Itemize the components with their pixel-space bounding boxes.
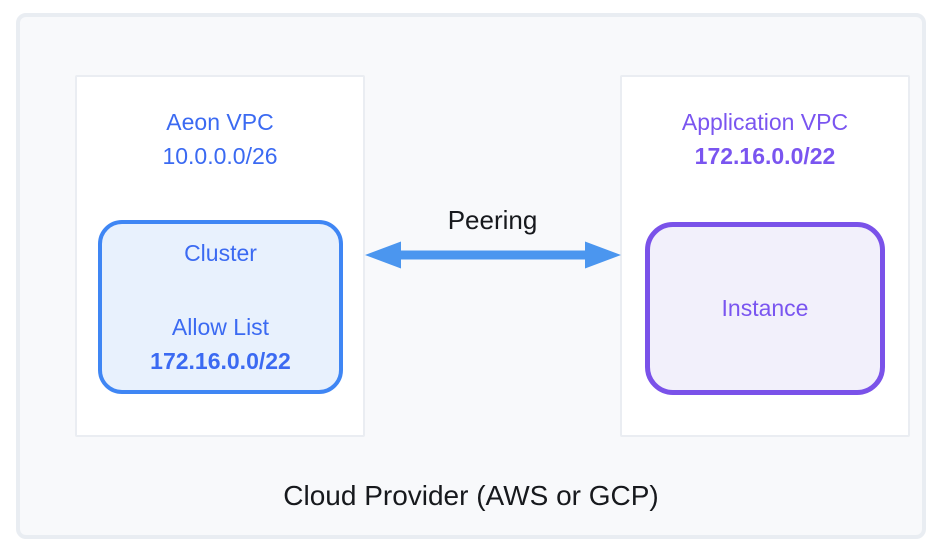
allow-list-cidr: 172.16.0.0/22 (150, 348, 291, 374)
application-vpc-title: Application VPC 172.16.0.0/22 (622, 105, 908, 173)
cloud-provider-label: Cloud Provider (AWS or GCP) (283, 480, 659, 511)
instance-box: Instance (645, 222, 885, 395)
application-vpc-cidr: 172.16.0.0/22 (694, 143, 836, 169)
cloud-provider-container: Aeon VPC 10.0.0.0/26 Cluster Allow List … (16, 13, 926, 539)
allow-list-label: Allow List (171, 314, 270, 340)
application-vpc-name: Application VPC (681, 109, 849, 135)
cluster-box: Cluster Allow List 172.16.0.0/22 (98, 220, 343, 394)
aeon-vpc-cidr: 10.0.0.0/26 (162, 143, 278, 169)
aeon-vpc-name: Aeon VPC (166, 109, 274, 135)
aeon-vpc-title: Aeon VPC 10.0.0.0/26 (77, 105, 363, 173)
peering-label: Peering (447, 205, 538, 235)
cluster-label: Cluster (184, 240, 257, 266)
peering-double-arrow-icon (365, 241, 621, 269)
instance-label: Instance (721, 295, 809, 321)
application-vpc-box: Application VPC 172.16.0.0/22 Instance (620, 75, 910, 437)
aeon-vpc-box: Aeon VPC 10.0.0.0/26 Cluster Allow List … (75, 75, 365, 437)
